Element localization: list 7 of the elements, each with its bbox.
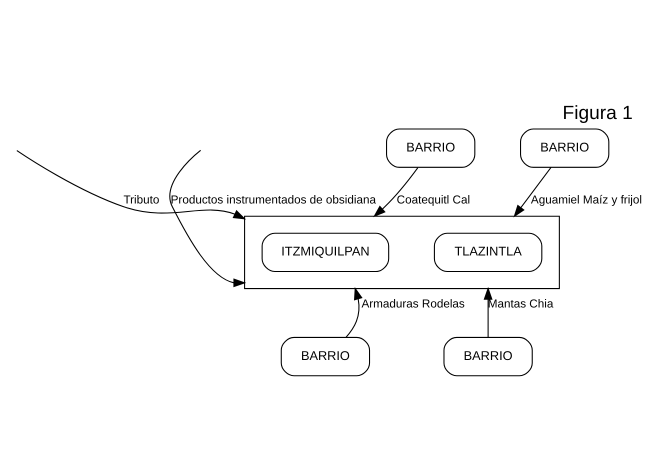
edge-label: Productos instrumentados de obsidiana <box>170 193 376 206</box>
edge-label: Coatequitl Cal <box>396 193 470 206</box>
edge-label: Tributo <box>123 193 160 206</box>
edge-label: Aguamiel Maíz y frijol <box>530 193 642 206</box>
edge-label: Armaduras Rodelas <box>361 297 465 310</box>
edge-label: Mantas Chia <box>488 297 554 310</box>
diagram-title: Figura 1 <box>562 102 633 124</box>
